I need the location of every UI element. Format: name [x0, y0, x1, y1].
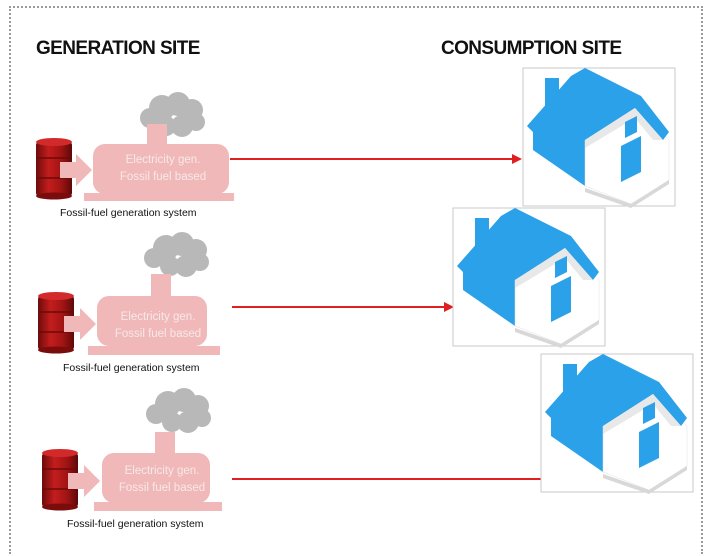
generator-base [88, 346, 220, 355]
generation-system-2: Electricity gen. Fossil fuel based Fossi… [37, 232, 220, 374]
generator-block [93, 144, 229, 194]
smoke-cloud-icon [144, 232, 209, 277]
generator-label-line2: Fossil fuel based [120, 171, 206, 183]
generator-base [84, 193, 234, 201]
fuel-feed-arrow-icon [64, 308, 96, 340]
house-icon [522, 67, 676, 209]
diagram-frame [9, 6, 703, 554]
system-caption: Fossil-fuel generation system [63, 362, 200, 374]
smoke-cloud-icon [146, 388, 211, 433]
chimney [147, 124, 167, 146]
system-caption: Fossil-fuel generation system [60, 207, 197, 219]
generator-label-line1: Electricity gen. [121, 311, 196, 323]
chimney [151, 274, 171, 298]
generator-label-line2: Fossil fuel based [115, 328, 201, 340]
fuel-feed-arrow-icon [68, 465, 100, 497]
generation-system-1: Electricity gen. Fossil fuel based Fossi… [35, 92, 234, 219]
consumption-site-heading: CONSUMPTION SITE [441, 38, 622, 59]
generation-site-heading: GENERATION SITE [36, 38, 200, 59]
generator-label-line1: Electricity gen. [126, 154, 201, 166]
generator-label-line1: Electricity gen. [125, 465, 200, 477]
house-icon [452, 207, 606, 349]
generator-block [97, 296, 207, 346]
generator-label-line2: Fossil fuel based [119, 482, 205, 494]
fuel-feed-arrow-icon [60, 154, 92, 186]
generation-system-3: Electricity gen. Fossil fuel based Fossi… [41, 388, 222, 530]
system-caption: Fossil-fuel generation system [67, 518, 204, 530]
generator-block [102, 453, 210, 503]
chimney [155, 432, 175, 454]
house-icon [540, 353, 694, 495]
generator-base [94, 502, 222, 511]
